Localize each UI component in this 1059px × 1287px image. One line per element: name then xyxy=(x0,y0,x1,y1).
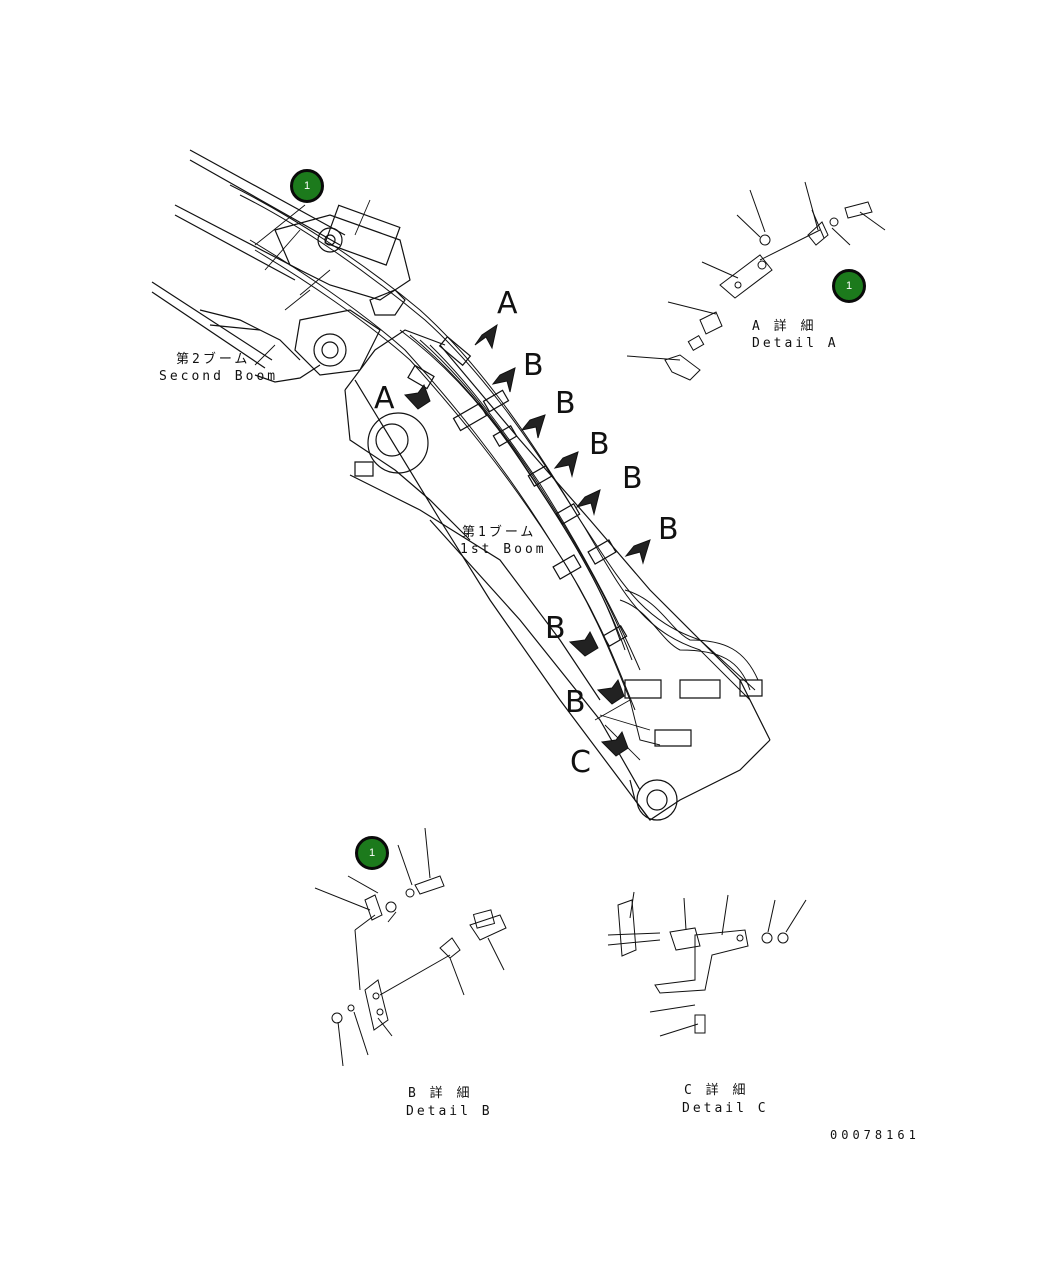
detail-c-title-en: Detail C xyxy=(682,1101,769,1116)
detail-a-title-jp: A 詳 細 xyxy=(752,319,817,334)
second-boom-label-jp: 第2ブーム xyxy=(176,352,251,367)
first-boom-label-en: 1st Boom xyxy=(460,542,547,557)
detail-a-drawing xyxy=(627,182,885,380)
leader-lines-main xyxy=(255,200,650,760)
callout-1-detail-a[interactable]: 1 xyxy=(832,269,866,303)
second-boom-label-en: Second Boom xyxy=(159,369,279,384)
hydraulic-hoses xyxy=(230,185,758,745)
view-letter-c-1: C xyxy=(570,745,591,780)
callout-1-main[interactable]: 1 xyxy=(290,169,324,203)
view-letter-b-7: B xyxy=(565,685,586,720)
detail-c-drawing xyxy=(608,892,806,1036)
view-letter-b-6: B xyxy=(545,611,566,646)
view-arrows xyxy=(405,325,650,756)
detail-b-title-en: Detail B xyxy=(406,1104,493,1119)
detail-c-title-jp: C 詳 細 xyxy=(684,1083,749,1098)
view-letter-b-5: B xyxy=(658,512,679,547)
detail-b-drawing xyxy=(315,828,506,1066)
boom-pivot-bracket xyxy=(275,205,410,375)
view-letter-b-2: B xyxy=(555,386,576,421)
view-letter-a-1: A xyxy=(497,286,518,321)
hose-clamps xyxy=(408,337,762,746)
first-boom-label-jp: 第1ブーム xyxy=(462,525,537,540)
drawing-number: 00078161 xyxy=(830,1128,920,1142)
second-boom-outline xyxy=(152,150,345,382)
detail-a-title-en: Detail A xyxy=(752,336,839,351)
callout-1-detail-b[interactable]: 1 xyxy=(355,836,389,870)
detail-b-title-jp: B 詳 細 xyxy=(408,1086,473,1101)
view-letter-a-2: A xyxy=(374,381,395,416)
view-letter-b-1: B xyxy=(523,348,544,383)
view-letter-b-3: B xyxy=(589,427,610,462)
view-letter-b-4: B xyxy=(622,461,643,496)
